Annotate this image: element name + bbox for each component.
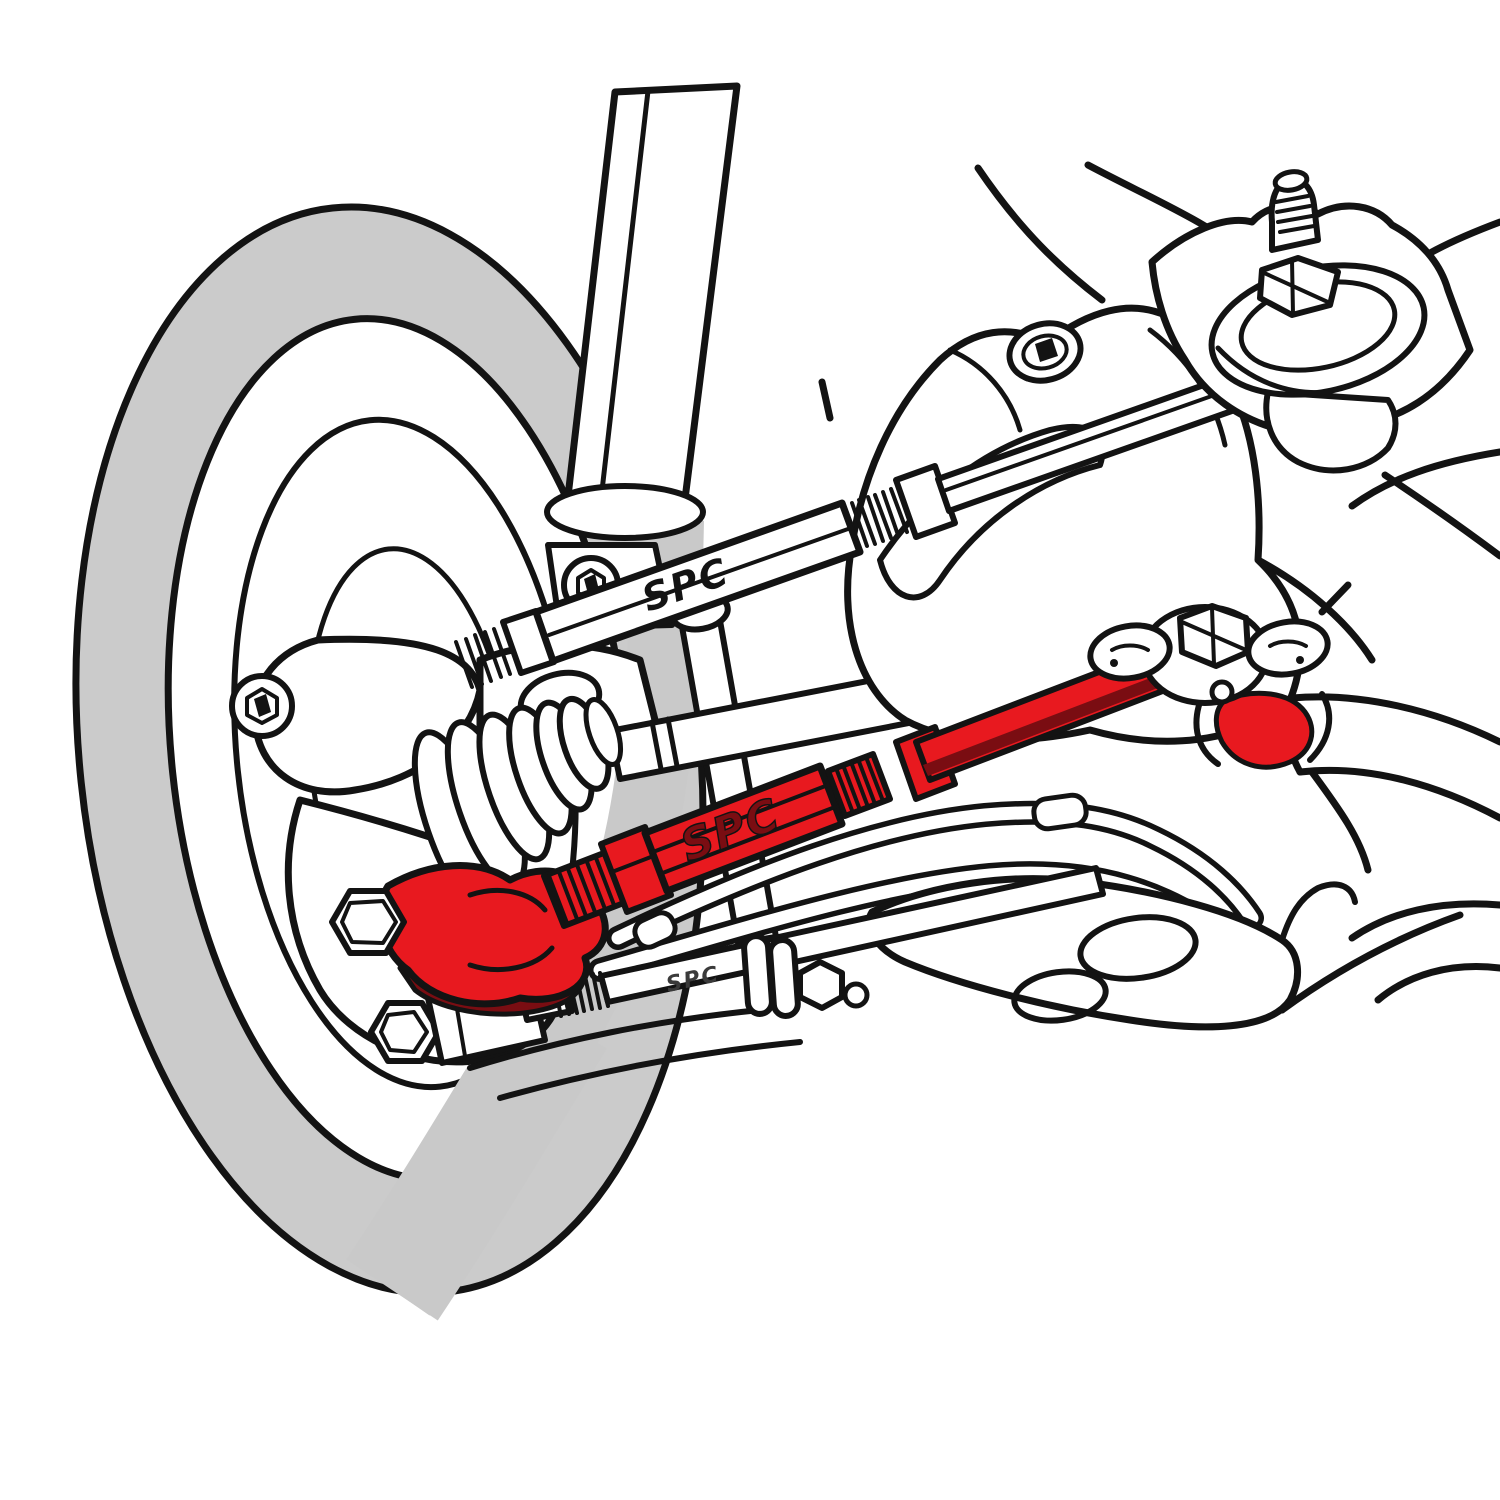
socket-bolt-top [1006,320,1084,384]
camber-rod-shade-line [923,675,1163,776]
cam-bolt-head [1177,603,1251,705]
thread-ticks-right [826,755,885,818]
end-link-clamp [741,933,870,1019]
spring-seat-cup [544,483,706,541]
cam-bolt-assembly [1087,603,1333,767]
cam-index-hole [1209,679,1235,705]
cam-ear-left [1087,622,1173,682]
upper-arm-threads-left [454,623,522,689]
camber-arm-inner-bushing [1213,690,1315,770]
socket-bolt-left [229,673,295,739]
ball-joint-boot [1263,389,1399,474]
upper-toe-arm: SPC [454,371,1249,689]
clamp-bolt-tip [842,981,870,1009]
hose-grommet-right [1031,792,1089,832]
camber-arm-adjuster-hex [598,824,674,915]
upper-arm-threads-right [841,487,909,551]
bracket-hole-large [1077,914,1199,982]
ball-joint-assembly [1148,169,1474,474]
camber-arm-eye-end [376,862,609,1008]
ball-stud-nut [1257,255,1341,318]
clamp-nut [797,959,845,1011]
hose-grommet-left [632,910,678,950]
eye-end-bolt [329,888,407,956]
thread-ticks-left [547,856,616,925]
ball-stud [1268,169,1321,253]
bracket-hole-small [1011,968,1109,1024]
